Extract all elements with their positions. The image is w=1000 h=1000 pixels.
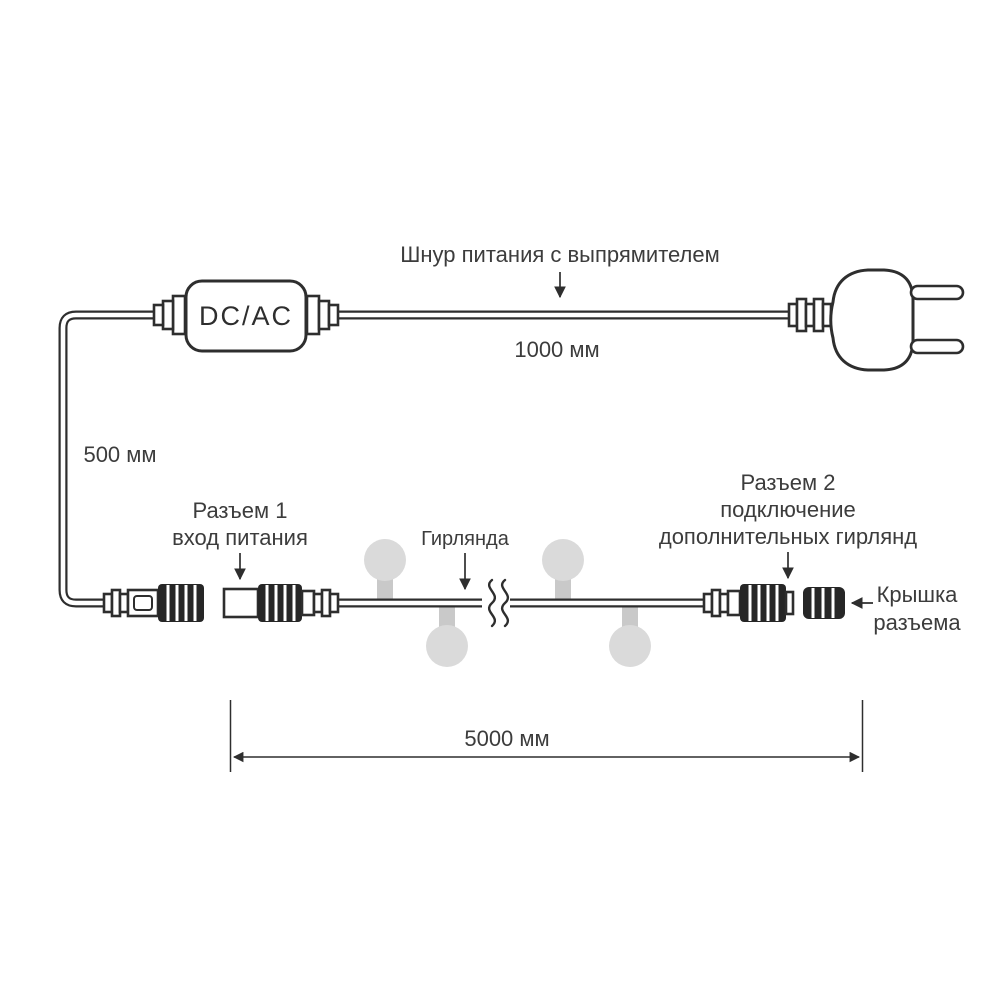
cap-callout: Крышка разъема [850, 582, 961, 635]
drop-length-label: 500 мм [83, 442, 156, 467]
adapter-label: DC/AC [199, 301, 293, 331]
connector1-label-line2: вход питания [172, 525, 308, 550]
power-cord-label: Шнур питания с выпрямителем [400, 242, 720, 267]
connector1-label-line1: Разъем 1 [193, 498, 288, 523]
bulb [426, 605, 468, 667]
plug-body [829, 268, 915, 372]
wire-break-symbol [482, 578, 510, 628]
connector2-callout: Разъем 2 подключение дополнительных гирл… [659, 470, 917, 580]
connector2-label-line2: подключение [720, 497, 856, 522]
dc-ac-adapter: DC/AC [152, 279, 340, 353]
garland-dimension: 5000 мм [229, 700, 864, 772]
garland-label: Гирлянда [421, 528, 510, 550]
connector2-label-line1: Разъем 2 [741, 470, 836, 495]
bulb [609, 605, 651, 667]
connector2-label-line3: дополнительных гирлянд [659, 524, 917, 549]
cap-label-line1: Крышка [877, 582, 959, 607]
power-cable-connector [102, 584, 204, 622]
plug-pin [909, 284, 965, 301]
plug-pin [909, 338, 965, 355]
connector-1 [222, 584, 340, 622]
adapter-box [184, 279, 308, 353]
power-plug [787, 268, 965, 372]
cap-label-line2: разъема [873, 610, 961, 635]
power-cord-length-label: 1000 мм [514, 337, 599, 362]
drop-cable [58, 310, 187, 608]
bulb [364, 539, 406, 601]
connector-2 [702, 584, 795, 622]
connector-cap [803, 587, 845, 619]
garland-callout: Гирлянда [421, 528, 510, 591]
bulb [542, 539, 584, 601]
garland-length-label: 5000 мм [464, 726, 549, 751]
connector1-callout: Разъем 1 вход питания [172, 498, 308, 581]
power-cord-callout: Шнур питания с выпрямителем 1000 мм [400, 242, 720, 362]
